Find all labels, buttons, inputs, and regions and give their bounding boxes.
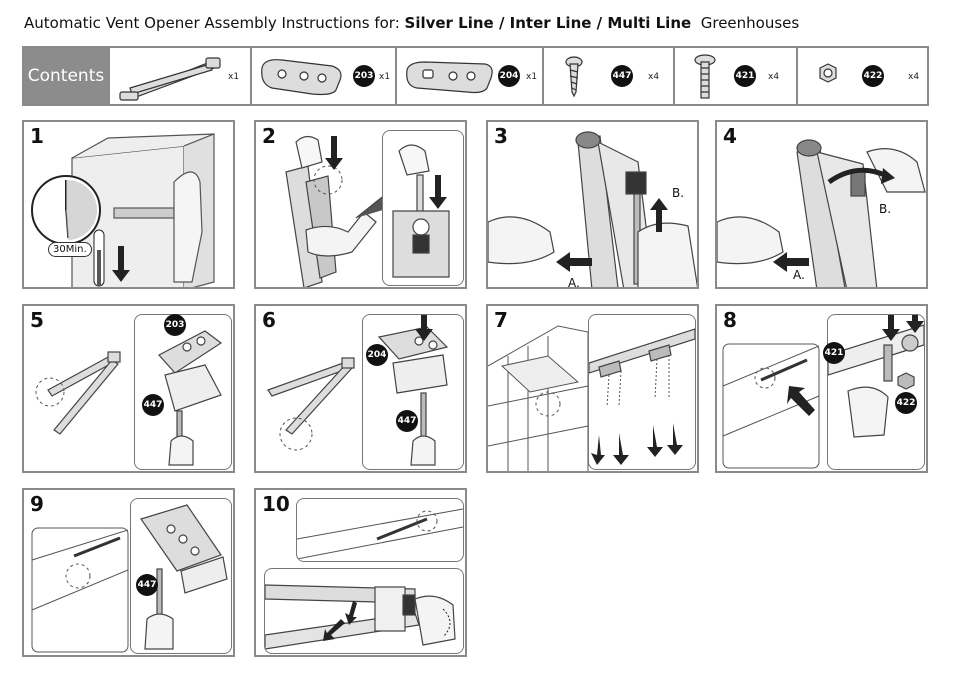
window-frame-illustration bbox=[722, 343, 820, 469]
step-number: 8 bbox=[723, 308, 737, 332]
left-arrow-icon bbox=[556, 252, 592, 272]
window-frame-illustration bbox=[31, 527, 129, 653]
down-arrow-icon bbox=[112, 246, 130, 282]
down-arrow-icon bbox=[415, 315, 433, 341]
down-arrow-icon bbox=[429, 175, 447, 209]
inset-detail bbox=[827, 314, 925, 470]
bracket-204-icon bbox=[406, 61, 493, 94]
contents-label: Contents bbox=[24, 48, 108, 104]
down-arrow-icon bbox=[325, 136, 343, 170]
contents-qty: x1 bbox=[228, 72, 240, 82]
part-badge-421: 421 bbox=[823, 342, 845, 364]
opener-arm-illustration bbox=[267, 357, 355, 451]
inset-detail bbox=[264, 568, 464, 654]
opener-arm-illustration bbox=[35, 351, 121, 435]
contents-item-422: 422 x4 bbox=[796, 48, 927, 104]
rotate-arrow-icon bbox=[827, 167, 889, 185]
step-panel-6: 6 204 447 bbox=[254, 304, 467, 473]
contents-qty: x4 bbox=[648, 72, 660, 82]
step-number: 3 bbox=[494, 124, 508, 148]
step-number: 7 bbox=[494, 308, 508, 332]
step-panel-7: 7 bbox=[486, 304, 699, 473]
step-panel-9: 9 447 bbox=[22, 488, 235, 657]
opener-arm-squeeze-illustration bbox=[488, 131, 697, 287]
inset-detail bbox=[130, 498, 232, 654]
up-arrow-icon bbox=[787, 386, 815, 416]
up-down-arrow-icon bbox=[345, 601, 357, 625]
step-number: 1 bbox=[30, 124, 44, 148]
down-arrow-icon bbox=[591, 423, 683, 465]
step-number: 9 bbox=[30, 492, 44, 516]
contents-qty: x1 bbox=[379, 72, 391, 82]
part-badge-203: 203 bbox=[353, 65, 375, 87]
step-number: 5 bbox=[30, 308, 44, 332]
contents-qty: x4 bbox=[768, 72, 780, 82]
contents-item-204: 204 x1 bbox=[395, 48, 542, 104]
contents-item-421: 421 x4 bbox=[673, 48, 796, 104]
step-panel-8: 8 421 422 bbox=[715, 304, 928, 473]
step-panel-10: 10 bbox=[254, 488, 467, 657]
vent-opener-arm-icon bbox=[119, 57, 221, 101]
contents-qty: x4 bbox=[908, 72, 920, 82]
contents-item-opener: x1 bbox=[108, 48, 250, 104]
step-number: 4 bbox=[723, 124, 737, 148]
step-panel-3: 3 A. B. bbox=[486, 120, 699, 289]
clock-icon bbox=[31, 175, 101, 245]
inset-detail bbox=[382, 130, 464, 286]
step-number: 10 bbox=[262, 492, 290, 516]
time-label: 30Min. bbox=[48, 242, 92, 257]
step-number: 6 bbox=[262, 308, 276, 332]
inset-detail bbox=[588, 314, 696, 470]
part-badge-204: 204 bbox=[498, 65, 520, 87]
contents-bar: Contents x1 203 x1 204 bbox=[22, 46, 929, 106]
contents-item-203: 203 x1 bbox=[250, 48, 395, 104]
part-badge-422: 422 bbox=[895, 392, 917, 414]
model-names: Silver Line / Inter Line / Multi Line bbox=[404, 14, 692, 32]
document-title: Automatic Vent Opener Assembly Instructi… bbox=[24, 14, 800, 32]
bolt-421-icon bbox=[694, 54, 716, 99]
step-panel-2: 2 bbox=[254, 120, 467, 289]
inset-detail bbox=[362, 314, 464, 470]
step-number: 2 bbox=[262, 124, 276, 148]
opener-arm-rotate-illustration bbox=[717, 139, 926, 287]
removing-pin-illustration bbox=[285, 135, 397, 287]
greenhouse-temperature-illustration bbox=[31, 133, 215, 287]
nut-422-icon bbox=[819, 63, 837, 83]
screw-447-icon bbox=[565, 56, 583, 98]
label-a: A. bbox=[568, 276, 580, 289]
part-badge-447: 447 bbox=[396, 410, 418, 432]
inset-detail bbox=[134, 314, 232, 470]
part-badge-422: 422 bbox=[862, 65, 884, 87]
label-b: B. bbox=[672, 186, 685, 200]
part-badge-447: 447 bbox=[136, 574, 158, 596]
part-badge-203: 203 bbox=[164, 314, 186, 336]
inset-overview bbox=[296, 498, 464, 562]
step-panel-5: 5 203 447 bbox=[22, 304, 235, 473]
part-badge-421: 421 bbox=[734, 65, 756, 87]
up-arrow-icon bbox=[650, 198, 668, 232]
contents-qty: x1 bbox=[526, 72, 538, 82]
label-a: A. bbox=[793, 268, 805, 282]
down-arrow-icon bbox=[882, 315, 924, 341]
step-panel-4: 4 A. B. bbox=[715, 120, 928, 289]
part-badge-204: 204 bbox=[366, 344, 388, 366]
left-arrow-icon bbox=[773, 252, 809, 272]
label-b: B. bbox=[879, 202, 892, 216]
part-badge-447: 447 bbox=[142, 394, 164, 416]
step-panel-1: 1 30Min. bbox=[22, 120, 235, 289]
bracket-203-icon bbox=[261, 59, 342, 96]
contents-item-447: 447 x4 bbox=[542, 48, 673, 104]
part-badge-447: 447 bbox=[611, 65, 633, 87]
thermometer-icon bbox=[93, 229, 105, 287]
